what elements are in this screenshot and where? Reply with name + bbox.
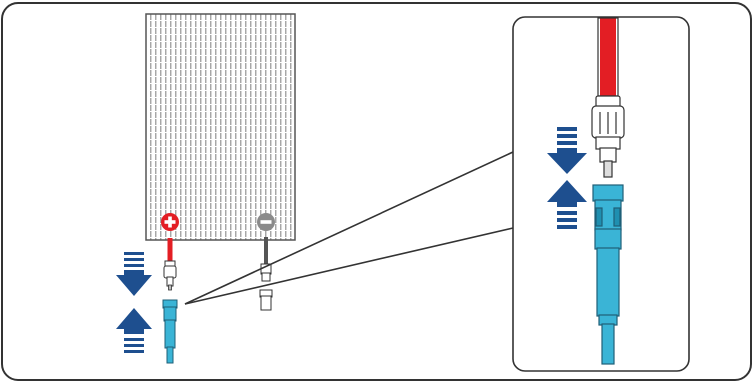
zoom-lines [184,151,514,305]
negative-cable [264,237,268,265]
positive-cable-large [597,17,619,97]
arrow-up-icon [116,308,152,353]
arrow-up-icon [547,180,587,229]
arrow-down-icon [116,252,152,296]
female-connector-large [592,184,624,365]
solar-panel [145,13,296,241]
female-connector-small [162,299,178,364]
plus-circle-icon [161,213,179,231]
male-plug-small [163,260,177,291]
male-plug-large [591,95,625,178]
negative-plug-small [259,263,273,311]
minus-circle-icon [257,213,275,231]
arrow-down-icon [547,127,587,174]
positive-cable [167,238,173,262]
